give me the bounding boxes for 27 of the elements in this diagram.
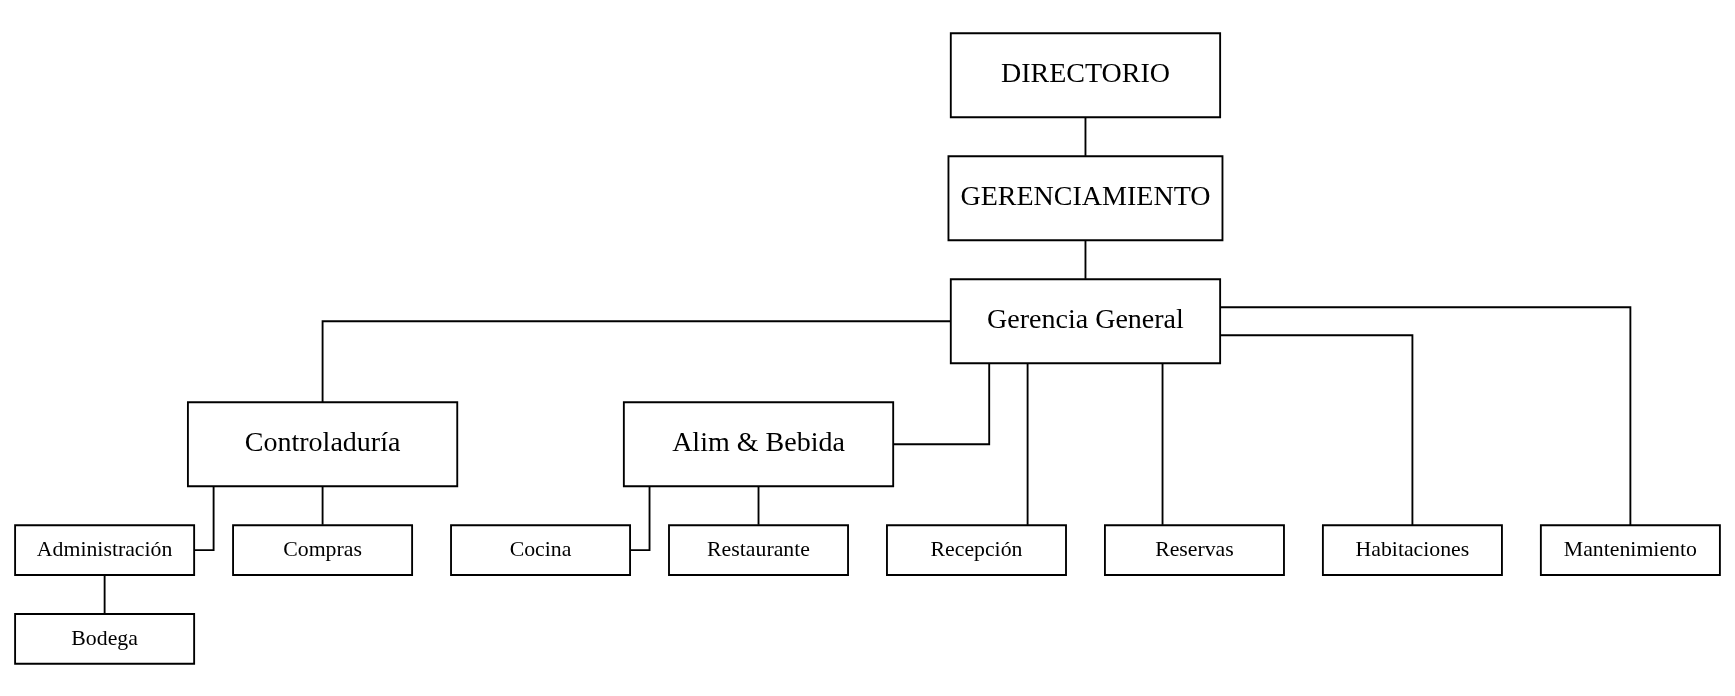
node-box: Reservas <box>1104 523 1285 576</box>
connector <box>1026 362 1029 526</box>
connector <box>321 319 952 403</box>
node-box: GERENCIAMIENTO <box>947 154 1224 241</box>
node-box: Compras <box>232 523 414 576</box>
connector <box>892 362 991 445</box>
node-box: Mantenimiento <box>1539 523 1721 576</box>
connector <box>103 573 106 615</box>
node-box: Recepción <box>886 523 1067 576</box>
node-box: Bodega <box>14 612 196 665</box>
connector <box>757 485 760 526</box>
connector <box>1219 305 1632 526</box>
connector <box>1084 239 1087 280</box>
node-box: Alim & Bebida <box>622 400 895 487</box>
node-box: Habitaciones <box>1321 523 1503 576</box>
node-box: DIRECTORIO <box>949 31 1222 118</box>
node-box: Cocina <box>450 523 631 576</box>
connector <box>629 485 651 551</box>
connector <box>193 485 215 551</box>
node-box: Controladuría <box>186 400 459 487</box>
connector <box>321 485 324 526</box>
connector <box>1219 333 1414 526</box>
node-box: Administración <box>14 523 196 576</box>
node-box: Restaurante <box>668 523 849 576</box>
node-box: Gerencia General <box>949 277 1222 364</box>
connector <box>1161 362 1164 526</box>
connector <box>1084 116 1087 157</box>
